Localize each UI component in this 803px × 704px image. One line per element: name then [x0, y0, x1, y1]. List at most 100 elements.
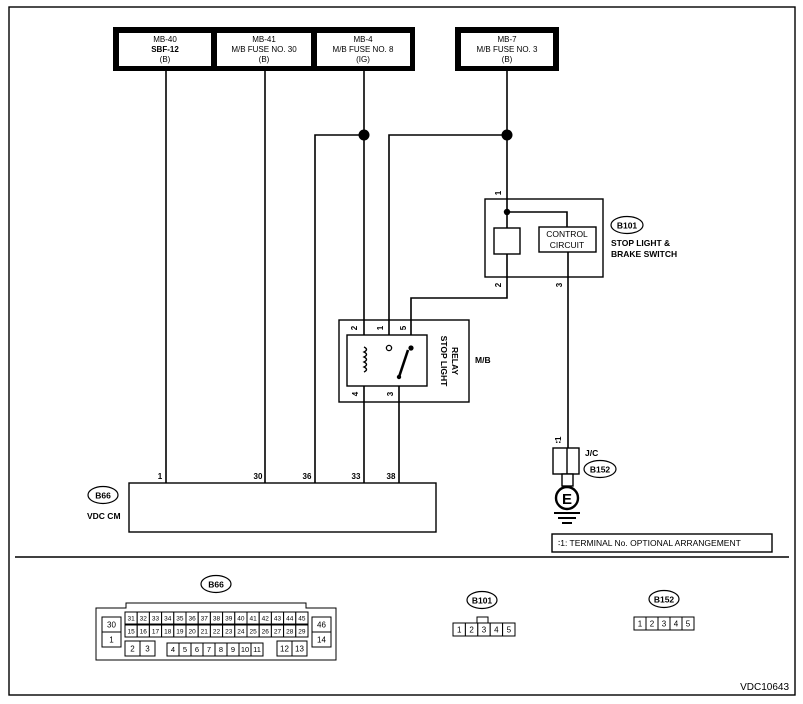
- b66-pin: 45: [298, 615, 306, 622]
- terminal-note-box: ∶1: TERMINAL No. OPTIONAL ARRANGEMENT: [551, 533, 773, 553]
- b66-pin: 34: [164, 615, 172, 622]
- b152-pin: 2: [650, 619, 655, 628]
- b66-pin: 44: [286, 615, 294, 622]
- joint-connector: ∶1 J/C: [552, 436, 598, 487]
- b66-pin: 23: [225, 628, 233, 635]
- connector-b152-badge: B152: [648, 589, 680, 609]
- b66-pin: 12: [280, 644, 289, 653]
- b66-pin: 1: [109, 635, 114, 644]
- connector-b101-badge: B101: [466, 590, 498, 610]
- b66-pin: 39: [225, 615, 233, 622]
- b66-pin-cell: [101, 631, 122, 648]
- b66-pin: 2: [130, 644, 135, 653]
- b101-pin-cell: [502, 622, 516, 637]
- jc-terminal-note: ∶1: [554, 436, 563, 443]
- b66-pin: 26: [262, 628, 270, 635]
- b66-pin: 29: [298, 628, 306, 635]
- b66-pin: 18: [164, 628, 172, 635]
- fuse-mb7-sub: (B): [502, 55, 513, 64]
- vdc-control-module: 1 30 36 33 38: [128, 472, 437, 533]
- vdc-badge-text: B66: [95, 491, 111, 501]
- fuse-mb7-name: MB-7: [497, 35, 517, 44]
- b66-pin: 7: [207, 645, 211, 654]
- fuse-mb4-sub: (IG): [356, 55, 370, 64]
- vdc-pin-33: 33: [352, 472, 361, 481]
- b66-pin: 27: [274, 628, 282, 635]
- b66-pin: 38: [213, 615, 221, 622]
- b66-pin: 28: [286, 628, 294, 635]
- diagram-code: VDC10643: [740, 682, 789, 693]
- b66-pin: 25: [249, 628, 257, 635]
- vdc-pin-1: 1: [158, 472, 163, 481]
- b101-pin: 4: [494, 625, 499, 634]
- b66-pin: 20: [188, 628, 196, 635]
- b66-pin-cell: [295, 611, 309, 625]
- b66-pin: 21: [201, 628, 209, 635]
- b66-pin: 10: [241, 645, 249, 654]
- b66-pin: 32: [140, 615, 148, 622]
- b152-pin: 3: [662, 619, 667, 628]
- b152-pin: 1: [638, 619, 643, 628]
- b66-pin: 24: [237, 628, 245, 635]
- splice-point: [501, 129, 513, 141]
- b66-pin: 41: [249, 615, 257, 622]
- b152-pin: 5: [686, 619, 691, 628]
- b66-pin: 13: [295, 644, 304, 653]
- fuse-mb41: MB-41 M/B FUSE NO. 30 (B): [231, 35, 297, 64]
- b101-pin: 1: [457, 625, 462, 634]
- b66-pin: 37: [201, 615, 209, 622]
- b66-pin: 42: [262, 615, 270, 622]
- jc-badge-text: B152: [590, 465, 611, 475]
- relay-contact-icon: [397, 349, 410, 378]
- diagram-frame: [8, 6, 796, 696]
- fuse-mb41-name: MB-41: [252, 35, 276, 44]
- fuse-mb41-sub: (B): [259, 55, 270, 64]
- b66-pin: 6: [195, 645, 199, 654]
- splice-point: [358, 129, 370, 141]
- fuse-mb4-name: MB-4: [353, 35, 373, 44]
- relay-pin-5: 5: [399, 325, 408, 330]
- switch-badge-b101: B101: [610, 215, 644, 235]
- b66-pin-cell: [291, 640, 308, 657]
- b66-pin: 46: [317, 620, 326, 629]
- ground-icon: E: [554, 485, 580, 524]
- vdc-pin-38: 38: [387, 472, 396, 481]
- coil-icon: [362, 346, 368, 373]
- fuse-mb4-desc: M/B FUSE NO. 8: [333, 45, 394, 54]
- b152-pin: 4: [674, 619, 679, 628]
- b101-pin: 2: [469, 625, 474, 634]
- b66-pin: 14: [317, 635, 326, 644]
- b66-pin: 33: [152, 615, 160, 622]
- vdc-pin-36: 36: [303, 472, 312, 481]
- b66-pin: 31: [127, 615, 135, 622]
- switch-label-1: STOP LIGHT &: [611, 238, 670, 248]
- relay-location: M/B: [475, 355, 491, 365]
- jc-badge-b152: B152: [583, 459, 617, 479]
- b66-pin-cell: [311, 631, 332, 648]
- b66-pin-cell: [250, 642, 264, 657]
- b66-pin: 22: [213, 628, 221, 635]
- switch-pin-2: 2: [494, 282, 503, 287]
- switch-pin-3: 3: [555, 282, 564, 287]
- jc-label: J/C: [585, 448, 598, 458]
- b66-pin: 5: [183, 645, 187, 654]
- relay-label-1: STOP LIGHT: [439, 336, 449, 388]
- b66-pin: 8: [219, 645, 223, 654]
- vdc-pin-30: 30: [254, 472, 263, 481]
- stop-light-brake-switch: CONTROL CIRCUIT 1 2 3: [484, 190, 604, 287]
- fuse-mb41-desc: M/B FUSE NO. 30: [231, 45, 297, 54]
- relay-label-2: RELAY: [450, 347, 460, 375]
- b66-pin: 36: [188, 615, 196, 622]
- wires: [165, 71, 569, 487]
- b66-pin: 17: [152, 628, 160, 635]
- stop-light-relay: 2 1 5 4 3 STOP LIGHT RELAY: [338, 319, 470, 403]
- relay-pin-2: 2: [350, 325, 359, 330]
- switch-badge-text: B101: [617, 221, 638, 231]
- b66-pin-cell: [139, 640, 156, 657]
- b66-pin: 11: [253, 645, 261, 654]
- switch-pin-1: 1: [494, 190, 503, 195]
- b66-pin: 40: [237, 615, 245, 622]
- b66-pin: 9: [231, 645, 235, 654]
